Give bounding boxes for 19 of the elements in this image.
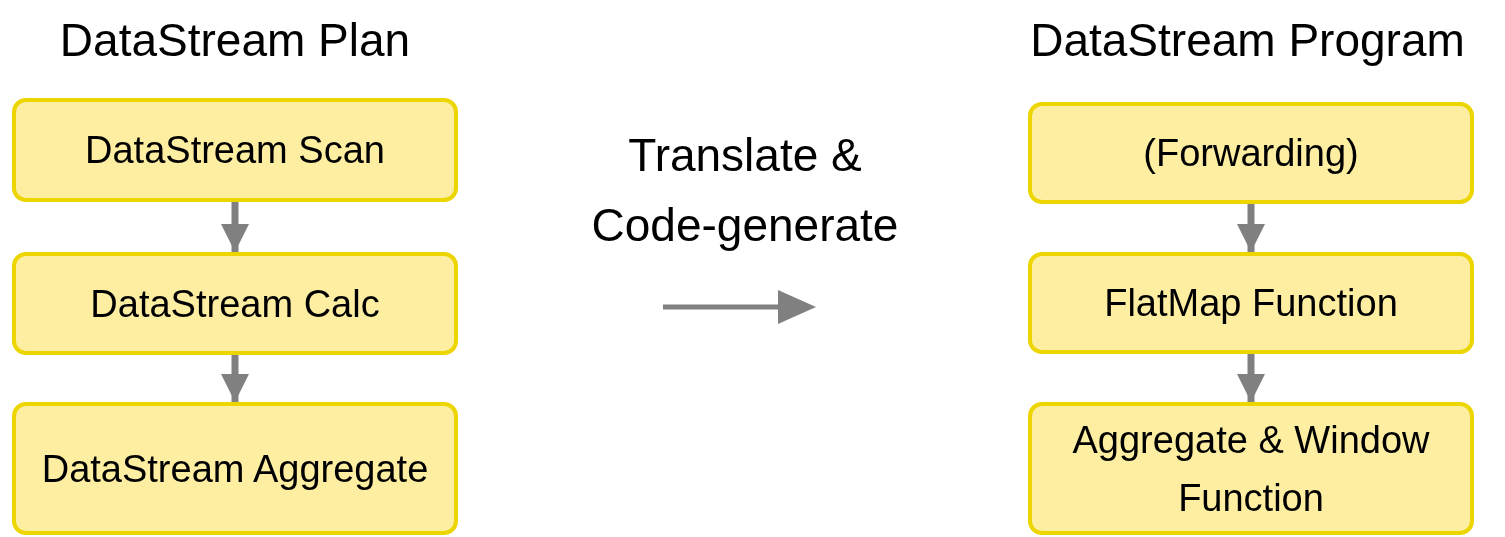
process-box [1028, 402, 1474, 535]
box-label: DataStream Scan [85, 128, 385, 173]
arrow [221, 355, 249, 402]
process-box [12, 402, 458, 535]
box-label: FlatMap Function [1104, 281, 1398, 326]
box-label: Aggregate & Window Function [1071, 417, 1431, 521]
arrow [221, 202, 249, 252]
arrow-caption: Translate & Code-generate [590, 128, 900, 253]
column-heading: DataStream Program [1029, 13, 1466, 68]
box-label: (Forwarding) [1143, 131, 1359, 176]
arrow [1237, 354, 1265, 402]
process-box [12, 98, 458, 202]
box-label: DataStream Aggregate [41, 446, 429, 492]
process-box [1028, 102, 1474, 204]
box-label: DataStream Calc [90, 281, 380, 327]
column-heading: DataStream Plan [58, 13, 412, 68]
arrow [1237, 204, 1265, 252]
process-box [12, 252, 458, 355]
process-box [1028, 252, 1474, 354]
